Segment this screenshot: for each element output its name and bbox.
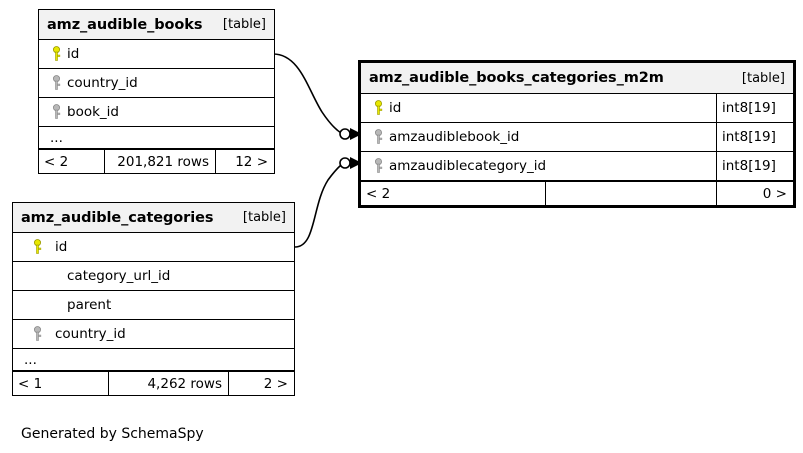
column-row[interactable]: id [13,233,294,262]
footer-row-count [545,182,716,205]
footer-prev-page[interactable]: < 2 [366,185,391,202]
column-name-cell: id [13,239,294,255]
column-name-cell: amzaudiblebook_id [361,129,716,145]
primary-key-icon [19,239,55,255]
column-name-cell: country_id [39,75,274,91]
table-amz-audible-books-categories-m2m[interactable]: amz_audible_books_categories_m2m [table]… [358,60,796,208]
zero-cardinality-circle [339,128,351,140]
table-amz-audible-categories[interactable]: amz_audible_categories [table] id catego… [12,202,295,396]
column-name-cell: book_id [39,104,274,120]
generated-by-caption: Generated by SchemaSpy [21,426,204,442]
column-name-cell: id [361,100,716,116]
column-name-cell: category_url_id [13,268,294,284]
column-row[interactable]: book_id [39,98,274,127]
column-label: country_id [55,326,126,342]
column-label: id [67,46,80,62]
foreign-key-icon [367,129,389,145]
footer-next-page[interactable]: 0 > [716,182,793,205]
column-row[interactable]: parent [13,291,294,320]
column-label: amzaudiblecategory_id [389,158,547,174]
table-type-tag: [table] [222,17,266,32]
foreign-key-icon [19,326,55,342]
column-name-cell: amzaudiblecategory_id [361,158,716,174]
column-row[interactable]: id [39,40,274,69]
column-label: country_id [67,75,138,91]
column-row[interactable]: country_id [13,320,294,349]
column-name-cell: ... [39,133,274,143]
column-name-cell: id [39,46,274,62]
primary-key-icon [45,46,67,62]
foreign-key-icon [45,75,67,91]
more-columns-row: ... [13,349,294,371]
column-row[interactable]: id int8[19] [361,94,793,123]
table-footer: < 2 201,821 rows 12 > [39,149,274,173]
footer-prev-page[interactable]: < 2 [44,153,69,170]
table-type-tag: [table] [741,70,785,86]
footer-row-count: 201,821 rows [104,150,215,173]
foreign-key-icon [45,104,67,120]
column-name-cell: parent [13,297,294,313]
more-columns-row: ... [39,127,274,149]
ellipsis-label: ... [50,132,63,143]
column-row[interactable]: amzaudiblecategory_id int8[19] [361,152,793,181]
table-header: amz_audible_books_categories_m2m [table] [361,63,793,94]
column-label: book_id [67,104,119,120]
column-type: int8[19] [716,94,793,122]
column-row[interactable]: country_id [39,69,274,98]
column-type: int8[19] [716,152,793,180]
relationship-categories-to-m2m [294,157,362,248]
primary-key-icon [367,100,389,116]
column-label: id [55,239,68,255]
table-header: amz_audible_books [table] [39,10,274,40]
ellipsis-label: ... [24,354,37,365]
table-title: amz_audible_categories [21,209,214,226]
table-footer: < 2 0 > [361,181,793,205]
footer-next-page[interactable]: 2 > [228,372,294,395]
table-title: amz_audible_books_categories_m2m [369,70,664,86]
table-footer: < 1 4,262 rows 2 > [13,371,294,395]
table-header: amz_audible_categories [table] [13,203,294,233]
column-name-cell: country_id [13,326,294,342]
table-amz-audible-books[interactable]: amz_audible_books [table] id country_id [38,9,275,174]
zero-cardinality-circle [339,157,351,169]
table-title: amz_audible_books [47,16,203,33]
column-name-cell: ... [13,355,294,365]
footer-row-count: 4,262 rows [108,372,228,395]
column-label: category_url_id [67,268,171,284]
footer-prev-page[interactable]: < 1 [18,375,43,392]
column-row[interactable]: amzaudiblebook_id int8[19] [361,123,793,152]
relationship-books-to-m2m [272,53,362,140]
column-label: id [389,100,402,116]
column-label: amzaudiblebook_id [389,129,520,145]
footer-next-page[interactable]: 12 > [215,150,274,173]
column-row[interactable]: category_url_id [13,262,294,291]
column-type: int8[19] [716,123,793,151]
foreign-key-icon [367,158,389,174]
table-type-tag: [table] [242,210,286,225]
column-label: parent [67,297,112,313]
